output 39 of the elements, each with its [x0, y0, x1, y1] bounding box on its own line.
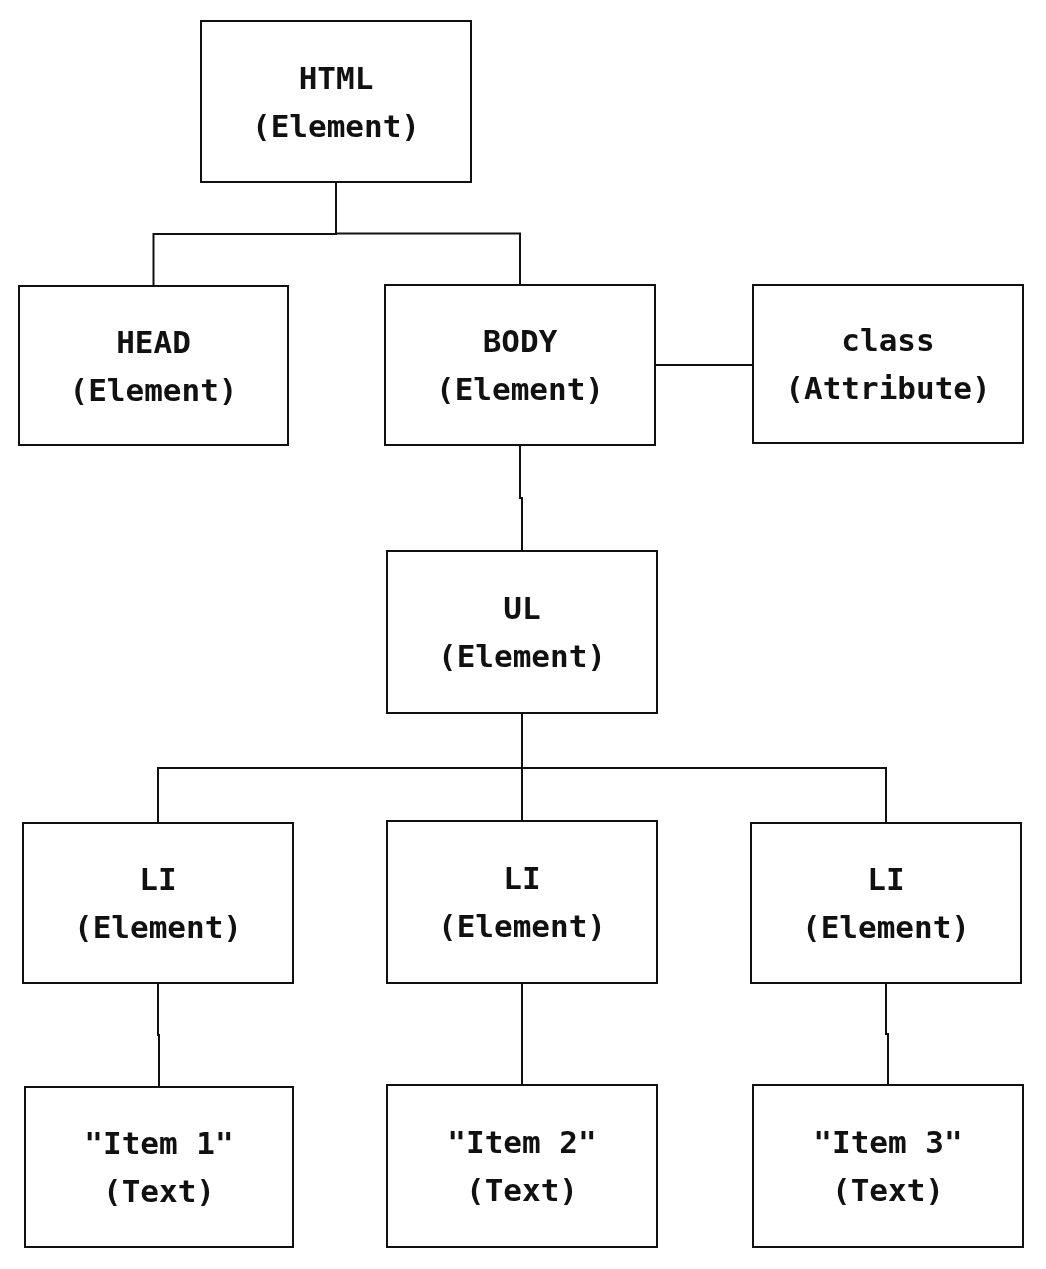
node-box — [750, 822, 1022, 984]
node-box — [200, 20, 472, 183]
node-label: (Element) — [438, 637, 606, 676]
connector-line — [519, 445, 523, 551]
node-label: BODY — [482, 322, 558, 361]
node-label: (Element) — [69, 370, 238, 410]
node-box — [752, 1084, 1024, 1248]
node-label: "Item 3" — [813, 1123, 963, 1162]
node-box — [18, 285, 289, 446]
node-label: class — [841, 321, 935, 360]
connector-line — [335, 182, 521, 285]
node-label: (Element) — [802, 908, 970, 947]
node-label: (Element) — [74, 908, 242, 947]
connector-line — [157, 983, 160, 1087]
node-label: (Text) — [832, 1171, 944, 1210]
node-label: HEAD — [116, 322, 191, 362]
connector-line — [885, 983, 889, 1085]
node-label: "Item 2" — [447, 1123, 597, 1162]
node-label: "Item 1" — [84, 1124, 234, 1163]
node-box — [386, 820, 658, 984]
node-label: (Text) — [103, 1172, 215, 1211]
node-label: UL — [503, 589, 541, 628]
node-label: LI — [503, 859, 541, 898]
node-label: (Element) — [252, 106, 420, 146]
connector-line — [521, 983, 523, 1085]
node-label: LI — [867, 860, 905, 899]
node-box — [22, 822, 294, 984]
node-box — [752, 284, 1024, 444]
node-label: (Element) — [438, 907, 606, 946]
node-box — [386, 1084, 658, 1248]
node-box — [24, 1086, 294, 1248]
node-label: HTML — [298, 58, 374, 98]
node-label: LI — [139, 860, 177, 899]
node-label: (Attribute) — [785, 369, 991, 408]
node-box — [386, 550, 658, 714]
node-box — [384, 284, 656, 446]
node-label: (Text) — [466, 1171, 578, 1210]
node-label: (Element) — [436, 370, 604, 409]
connector-line — [655, 364, 753, 366]
